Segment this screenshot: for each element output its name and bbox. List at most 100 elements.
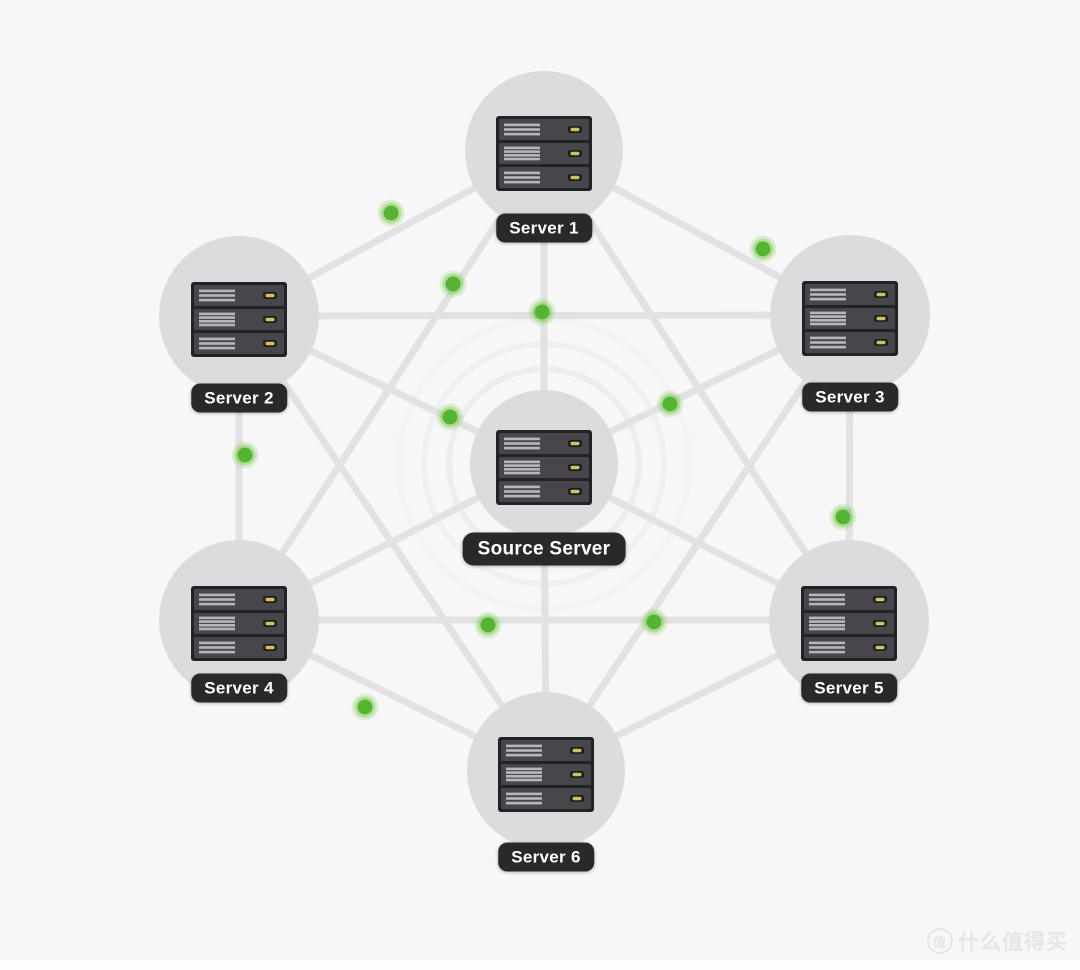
label-server-3: Server 3: [802, 382, 898, 412]
packet-dot: [474, 611, 502, 639]
rack-vent-stripe: [504, 171, 540, 175]
rack-vent-stripe: [809, 616, 845, 620]
rack-vent-stripe: [809, 593, 845, 597]
rack-vent-stripe: [810, 315, 846, 318]
rack-vent-stripe: [810, 341, 846, 344]
packet-dot: [656, 390, 684, 418]
watermark-text: 什么值得买: [958, 931, 1068, 954]
rack-vent-stripe: [504, 442, 540, 445]
packet-dot: [377, 199, 405, 227]
rack-led-icon: [265, 317, 275, 322]
rack-vent-stripe: [809, 602, 845, 606]
rack-vent-stripe: [199, 620, 235, 623]
packet-core: [755, 241, 771, 257]
rack-vent-stripe: [199, 316, 235, 319]
rack-vent-stripe: [506, 778, 542, 782]
footer-bar: [0, 960, 1080, 970]
rack-vent-stripe: [199, 627, 235, 631]
rack-led-icon: [570, 465, 580, 470]
rack-vent-stripe: [504, 471, 540, 475]
rack-led-icon: [265, 645, 275, 650]
rack-vent-stripe: [810, 319, 846, 322]
rack-vent-stripe: [809, 641, 845, 645]
rack-vent-stripe: [504, 464, 540, 467]
rack-vent-stripe: [199, 294, 235, 297]
rack-vent-stripe: [504, 468, 540, 471]
rack-led-icon: [265, 597, 275, 602]
packet-core: [662, 396, 678, 412]
server-rack-icon-server-1: [496, 116, 592, 191]
rack-vent-stripe: [199, 312, 235, 316]
rack-vent-stripe: [810, 288, 846, 292]
rack-led-icon: [265, 621, 275, 626]
rack-led-icon: [265, 293, 275, 298]
rack-vent-stripe: [504, 154, 540, 157]
packet-dot: [436, 403, 464, 431]
packets-layer: [231, 199, 857, 721]
packet-dot: [749, 235, 777, 263]
rack-vent-stripe: [504, 157, 540, 161]
label-source-server: Source Server: [462, 532, 626, 566]
rack-vent-stripe: [506, 792, 542, 796]
rack-vent-stripe: [506, 749, 542, 752]
rack-vent-stripe: [199, 298, 235, 302]
edge-server-1-server-5: [540, 146, 853, 624]
rack-vent-stripe: [506, 797, 542, 800]
label-server-2: Server 2: [191, 383, 287, 413]
server-rack-icon-server-3: [802, 281, 898, 356]
server-rack-icon-source: [496, 430, 592, 505]
rack-vent-stripe: [504, 123, 540, 127]
rack-led-icon: [570, 151, 580, 156]
rack-vent-stripe: [506, 801, 542, 805]
rack-led-icon: [265, 341, 275, 346]
rack-vent-stripe: [504, 494, 540, 498]
rack-vent-stripe: [504, 460, 540, 464]
label-server-1: Server 1: [496, 213, 592, 243]
label-server-6: Server 6: [498, 842, 594, 872]
rack-vent-stripe: [506, 771, 542, 774]
rack-vent-stripe: [809, 627, 845, 631]
rack-vent-stripe: [506, 775, 542, 778]
rack-led-icon: [572, 772, 582, 777]
packet-core: [534, 304, 550, 320]
label-server-4: Server 4: [191, 673, 287, 703]
rack-led-icon: [876, 292, 886, 297]
rack-vent-stripe: [199, 593, 235, 597]
rack-vent-stripe: [809, 650, 845, 654]
rack-vent-stripe: [199, 346, 235, 350]
rack-vent-stripe: [810, 336, 846, 340]
server-rack-icon-server-5: [801, 586, 897, 661]
server-rack-icon-server-2: [191, 282, 287, 357]
rack-vent-stripe: [199, 320, 235, 323]
packet-core: [646, 614, 662, 630]
rack-vent-stripe: [506, 753, 542, 757]
rack-led-icon: [570, 441, 580, 446]
rack-vent-stripe: [810, 293, 846, 296]
packet-dot: [528, 298, 556, 326]
rack-led-icon: [570, 175, 580, 180]
rack-vent-stripe: [199, 616, 235, 620]
smzdm-logo-icon: 值: [927, 928, 953, 954]
rack-vent-stripe: [199, 624, 235, 627]
rack-vent-stripe: [810, 322, 846, 326]
rack-vent-stripe: [809, 624, 845, 627]
rack-vent-stripe: [809, 598, 845, 601]
rack-vent-stripe: [199, 650, 235, 654]
server-rack-icon-server-4: [191, 586, 287, 661]
server-rack-icon-server-6: [498, 737, 594, 812]
rack-vent-stripe: [504, 437, 540, 441]
packet-dot: [829, 503, 857, 531]
packet-core: [480, 617, 496, 633]
packet-dot: [439, 270, 467, 298]
packet-core: [442, 409, 458, 425]
packet-core: [357, 699, 373, 715]
rack-vent-stripe: [199, 641, 235, 645]
rack-vent-stripe: [809, 646, 845, 649]
rack-vent-stripe: [504, 150, 540, 153]
rack-led-icon: [875, 597, 885, 602]
rack-vent-stripe: [504, 128, 540, 131]
rack-led-icon: [876, 340, 886, 345]
rack-vent-stripe: [810, 345, 846, 349]
packet-core: [237, 447, 253, 463]
